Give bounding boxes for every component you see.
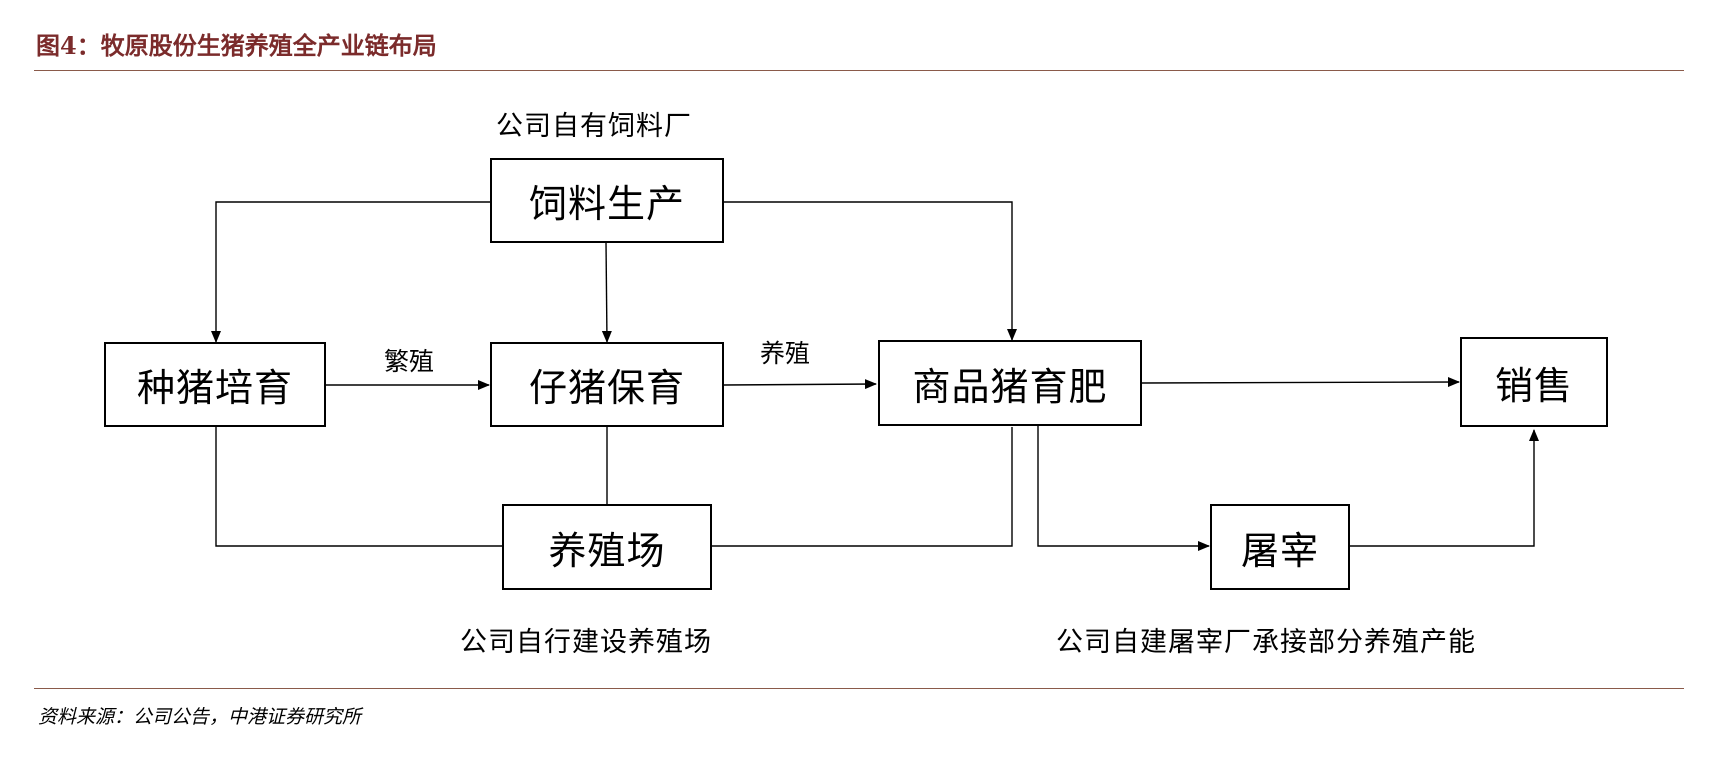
edge-fattening-to-slaughter xyxy=(1037,425,1210,551)
edge-fattening-to-sales xyxy=(1141,377,1460,388)
edge-piglet-to-fattening xyxy=(723,379,877,390)
node-commercial-fattening: 商品猪育肥 xyxy=(878,340,1142,426)
link-breeding-to-farm xyxy=(215,427,504,547)
figure-title: 图4：牧原股份生猪养殖全产业链布局 xyxy=(36,31,437,60)
edge-slaughter-to-sales xyxy=(1349,429,1539,547)
caption-own-slaughter: 公司自建屠宰厂承接部分养殖产能 xyxy=(1056,627,1476,658)
node-sales: 销售 xyxy=(1460,337,1608,427)
footer-divider xyxy=(34,688,1684,689)
edge-feed-to-fattening xyxy=(724,201,1017,341)
node-piglet-nursery: 仔猪保育 xyxy=(490,342,724,427)
node-farm: 养殖场 xyxy=(502,504,712,590)
label-raising: 养殖 xyxy=(760,339,811,368)
link-fattening-to-farm xyxy=(712,427,1013,547)
caption-feed-mill: 公司自有饲料厂 xyxy=(496,111,692,142)
label-reproduction: 繁殖 xyxy=(384,347,435,376)
title-divider xyxy=(34,70,1684,71)
source-note: 资料来源：公司公告，中港证券研究所 xyxy=(38,706,362,728)
node-breeding-pig: 种猪培育 xyxy=(104,342,326,427)
edge-feed-to-breeding xyxy=(211,201,492,343)
node-feed-production: 饲料生产 xyxy=(490,158,724,243)
edge-feed-to-piglet xyxy=(601,241,612,343)
caption-own-farms: 公司自行建设养殖场 xyxy=(460,627,712,658)
node-slaughter: 屠宰 xyxy=(1210,504,1350,590)
